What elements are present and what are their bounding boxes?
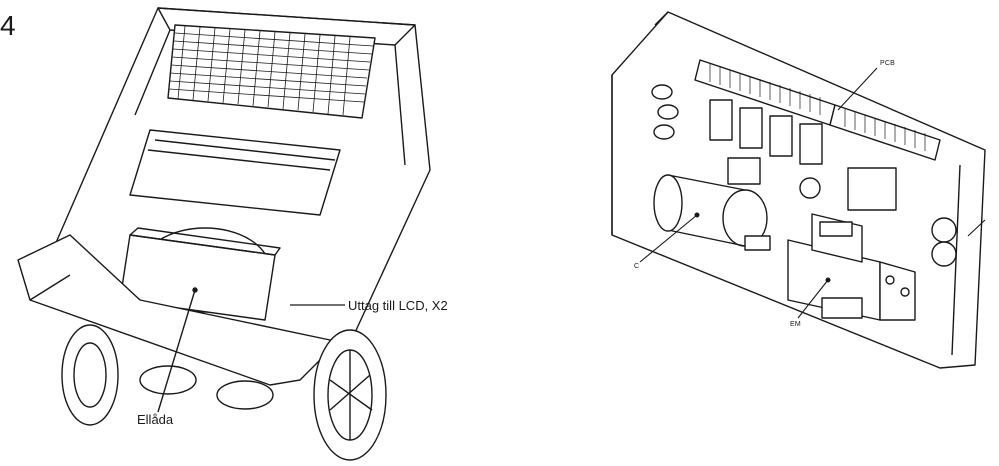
callout-pcb: PCB [880, 60, 895, 67]
callout-energy-meter: EM [790, 321, 801, 328]
callout-lcd-outlet: Uttag till LCD, X2 [348, 298, 448, 313]
callout-electrical-box: Ellåda [137, 412, 174, 427]
callout-capacitor: C [634, 263, 640, 270]
left-unit-illustration [17, 7, 431, 461]
right-unit-illustration [611, 11, 986, 369]
page-number: 4 [0, 10, 16, 41]
